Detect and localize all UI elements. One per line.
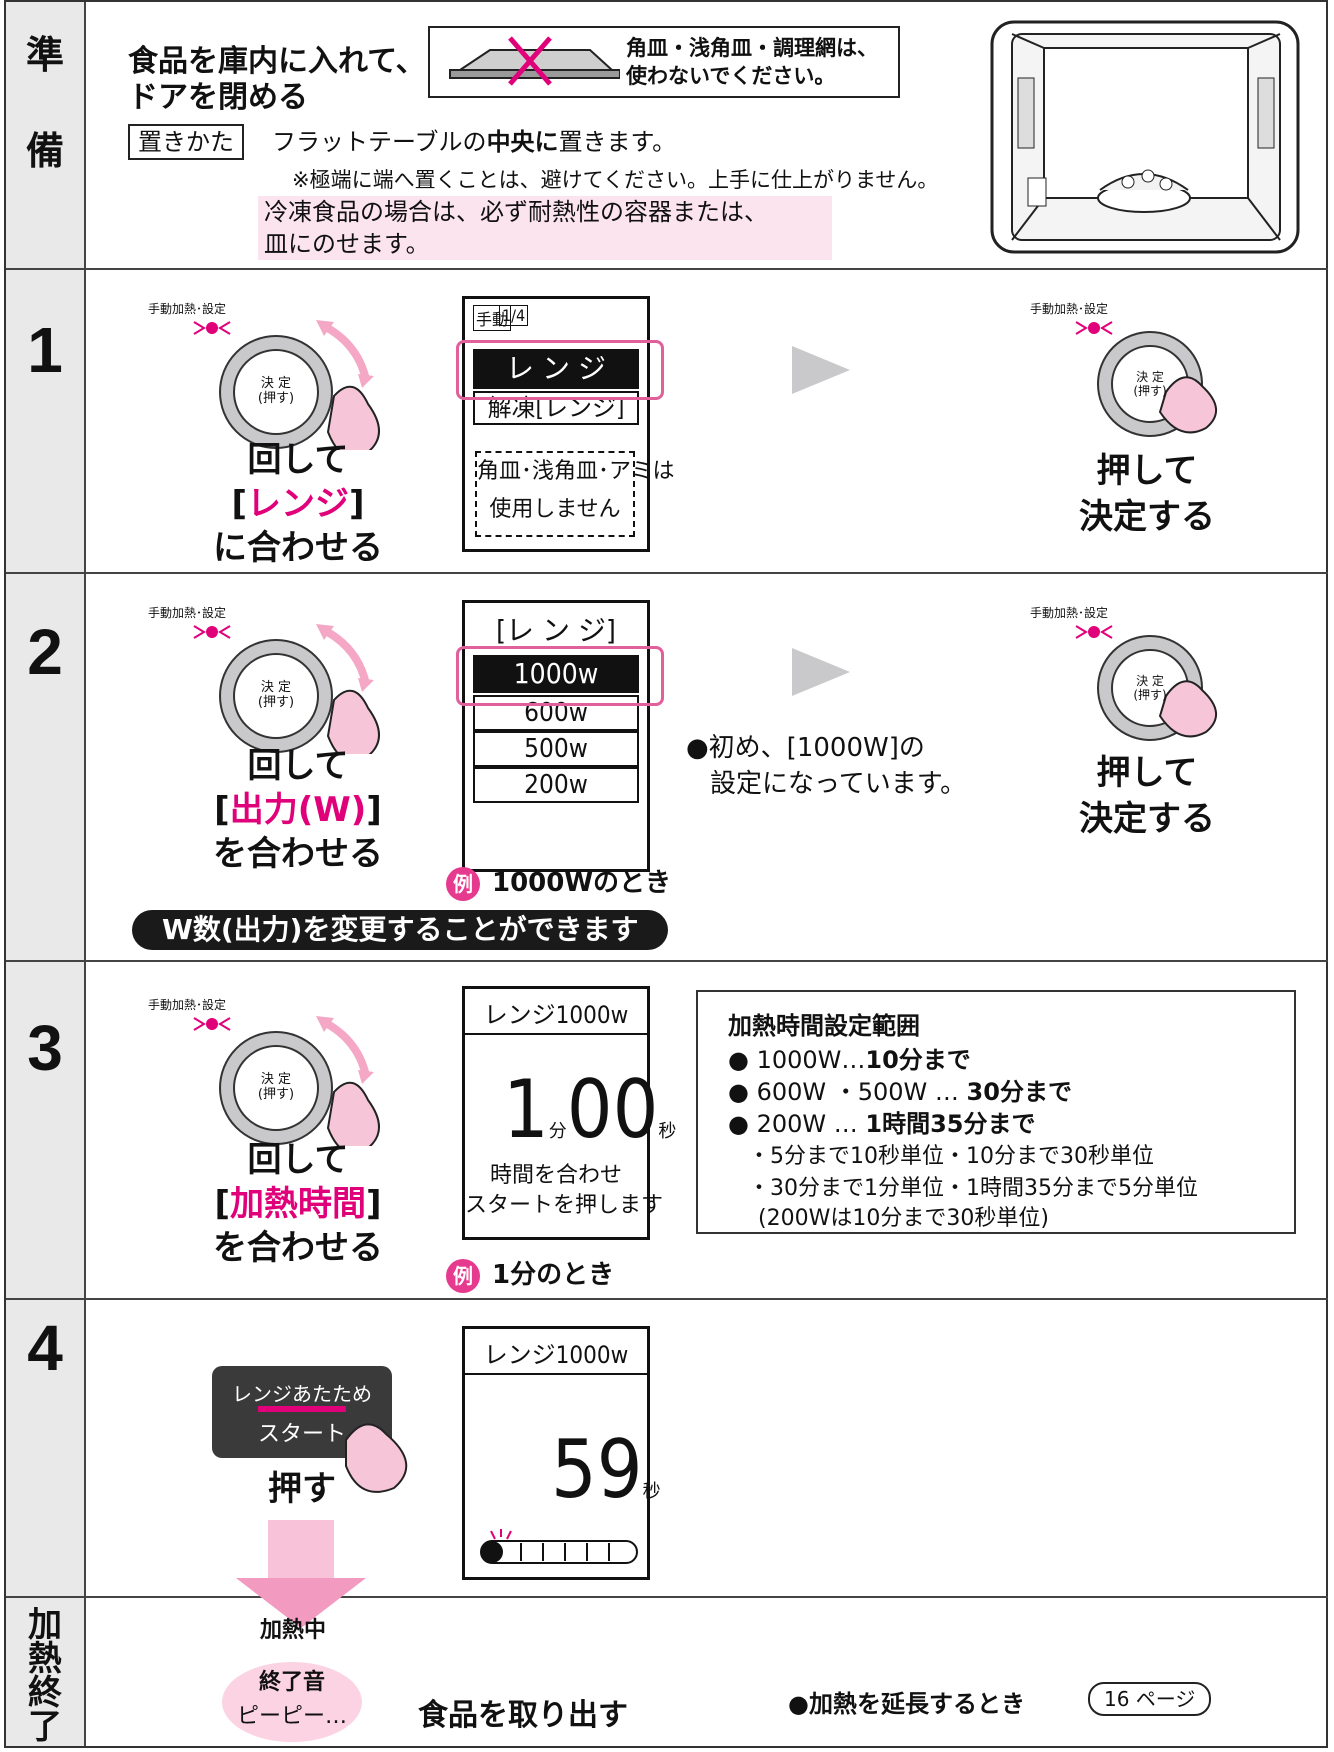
oven-illustration xyxy=(990,20,1300,254)
end-label: 加熱終了 xyxy=(28,1606,62,1746)
extend-heating-note: ●加熱を延長するとき xyxy=(788,1690,1025,1718)
tray-crossed-icon xyxy=(449,36,620,86)
take-out-food: 食品を取り出す xyxy=(418,1698,628,1733)
time-range-box: 加熱時間設定範囲 ● 1000W…10分まで ● 600W ・500W … 30… xyxy=(696,990,1296,1234)
page-reference-link[interactable]: 16 ページ xyxy=(1088,1682,1212,1716)
dial-icon xyxy=(193,624,380,754)
push-dial-icon xyxy=(1075,321,1217,437)
next-arrow xyxy=(792,648,850,696)
step2-turn-instruction: 回して [出力(W)] を合わせる xyxy=(213,746,383,874)
pressing-hand-icon xyxy=(345,1423,408,1493)
step-number-4: 4 xyxy=(27,1312,63,1384)
lcd-step1: 手動 1/4 レ ン ジ 解凍[レンジ] 角皿･浅角皿･アミは使用しません xyxy=(462,296,675,552)
prep-instruction: 食品を庫内に入れて、ドアを閉める xyxy=(128,44,426,115)
step2-push-instruction: 押して決定する xyxy=(1079,753,1215,839)
placement-label: 置きかた xyxy=(128,124,244,160)
tray-warning-box: 角皿・浅角皿・調理網は、使わないでください。 xyxy=(428,26,900,98)
dial-knob-push-step2[interactable]: 手動加熱･設定 決 定(押す) xyxy=(1030,604,1250,744)
heating-down-arrow xyxy=(236,1520,366,1628)
indicator-bar xyxy=(258,1406,346,1412)
start-button[interactable]: レンジあたため スタート xyxy=(212,1366,392,1458)
dial-knob-push-step1[interactable]: 手動加熱･設定 決 定(押す) xyxy=(1030,300,1250,440)
dial-knob-step1[interactable]: 手動加熱･設定 決 定(押す) xyxy=(148,300,408,450)
lcd-selected-row: レ ン ジ xyxy=(473,349,639,389)
selection-highlight xyxy=(456,646,664,706)
end-sound-text: 終了音ピーピー… xyxy=(236,1670,347,1729)
step-number-2: 2 xyxy=(27,616,63,688)
progress-indicator xyxy=(480,1529,638,1564)
divider xyxy=(6,572,1328,574)
divider xyxy=(6,1298,1328,1300)
push-dial-icon xyxy=(1075,625,1217,741)
placement-note: ※極端に端へ置くことは、避けてください。上手に仕上がりません。 xyxy=(292,168,939,192)
step-number-3: 3 xyxy=(27,1012,63,1084)
dial-icon xyxy=(193,1016,380,1146)
step1-turn-instruction: 回して [レンジ] に合わせる xyxy=(213,440,383,568)
divider xyxy=(6,268,1328,270)
example-icon: 例 xyxy=(446,1258,480,1293)
frozen-note: 冷凍食品の場合は、必ず耐熱性の容器または、皿にのせます。 xyxy=(264,198,768,258)
frozen-note-bg xyxy=(258,196,832,260)
lcd-step3: レンジ1000w 1分00秒 時間を合わせスタートを押します xyxy=(462,986,676,1240)
step4-press-label: 押す xyxy=(268,1469,336,1509)
placement-text: フラットテーブルの中央に置きます。 xyxy=(272,128,677,156)
selection-highlight xyxy=(456,340,664,400)
step-number-1: 1 xyxy=(27,314,63,386)
step1-push-instruction: 押して決定する xyxy=(1079,451,1215,537)
lcd-step2: [レ ン ジ] 1000w 600w 500w 200w xyxy=(462,600,650,872)
step-label-column xyxy=(6,2,86,1746)
divider xyxy=(6,960,1328,962)
next-arrow xyxy=(792,346,850,394)
lcd-notice: 角皿･浅角皿･アミは使用しません xyxy=(475,451,675,537)
example-icon: 例 xyxy=(446,866,480,901)
end-sound-badge xyxy=(222,1662,362,1742)
step3-turn-instruction: 回して [加熱時間] を合わせる xyxy=(213,1140,383,1268)
lcd-time: 1分00秒 xyxy=(503,1063,677,1156)
lcd-step4: レンジ1000w 59秒 xyxy=(462,1326,661,1580)
step2-note: ●初め、[1000W]の設定になっています。 xyxy=(686,733,967,799)
prep-label-1: 準 xyxy=(25,35,64,77)
dial-knob-step2[interactable]: 手動加熱･設定 決 定(押す) xyxy=(148,604,408,754)
lcd-countdown: 59秒 xyxy=(551,1423,661,1516)
dial-knob-step3[interactable]: 手動加熱･設定 決 定(押す) xyxy=(148,996,408,1146)
divider xyxy=(6,1596,1328,1598)
prep-label-2: 備 xyxy=(25,131,64,173)
dial-icon xyxy=(193,320,380,450)
page-frame xyxy=(4,0,1328,1748)
change-wattage-pill: W数(出力)を変更することができます xyxy=(132,910,669,950)
heating-label: 加熱中 xyxy=(260,1618,327,1643)
